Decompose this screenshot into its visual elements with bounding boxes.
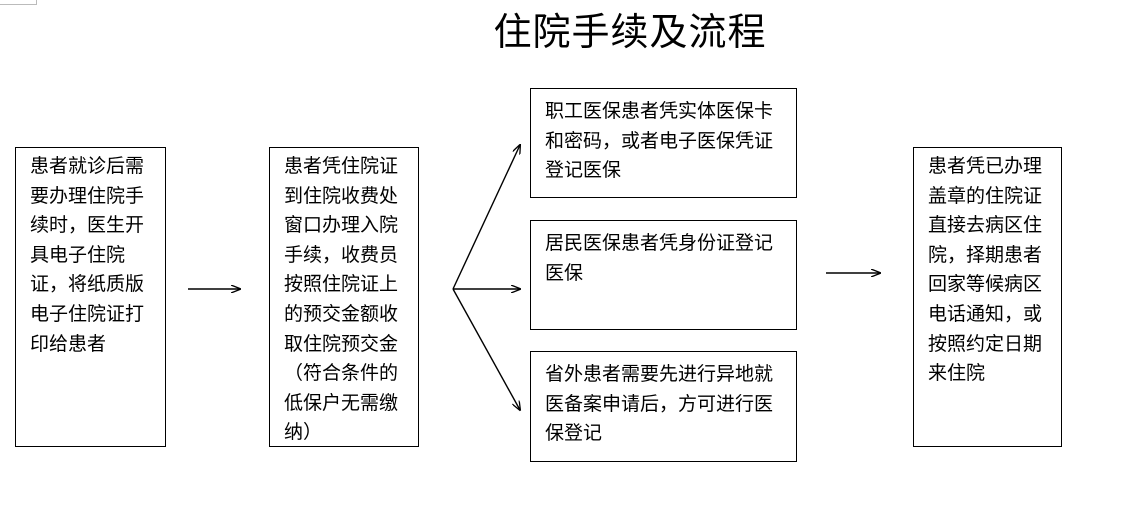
insurance-option-resident: 居民医保患者凭身份证登记医保 [530, 220, 797, 330]
step-1-doctor-issues-admission-card: 患者就诊后需要办理住院手续时，医生开具电子住院证，将纸质版电子住院证打印给患者 [15, 147, 166, 447]
insurance-option-employee: 职工医保患者凭实体医保卡和密码，或者电子医保凭证登记医保 [530, 88, 797, 198]
insurance-option-out-of-province: 省外患者需要先进行异地就医备案申请后，方可进行医保登记 [530, 351, 797, 462]
arrow-to-option-employee [452, 145, 520, 290]
step-4-go-to-ward: 患者凭已办理盖章的住院证直接去病区住院，择期患者回家等候病区电话通知，或按照约定… [913, 147, 1062, 447]
page-title: 住院手续及流程 [493, 10, 767, 54]
step-2-payment-window: 患者凭住院证到住院收费处窗口办理入院手续，收费员按照住院证上的预交金额收取住院预… [269, 147, 419, 447]
arrow-to-option-out-of-province [452, 288, 520, 410]
page-corner-mark [0, 0, 37, 5]
